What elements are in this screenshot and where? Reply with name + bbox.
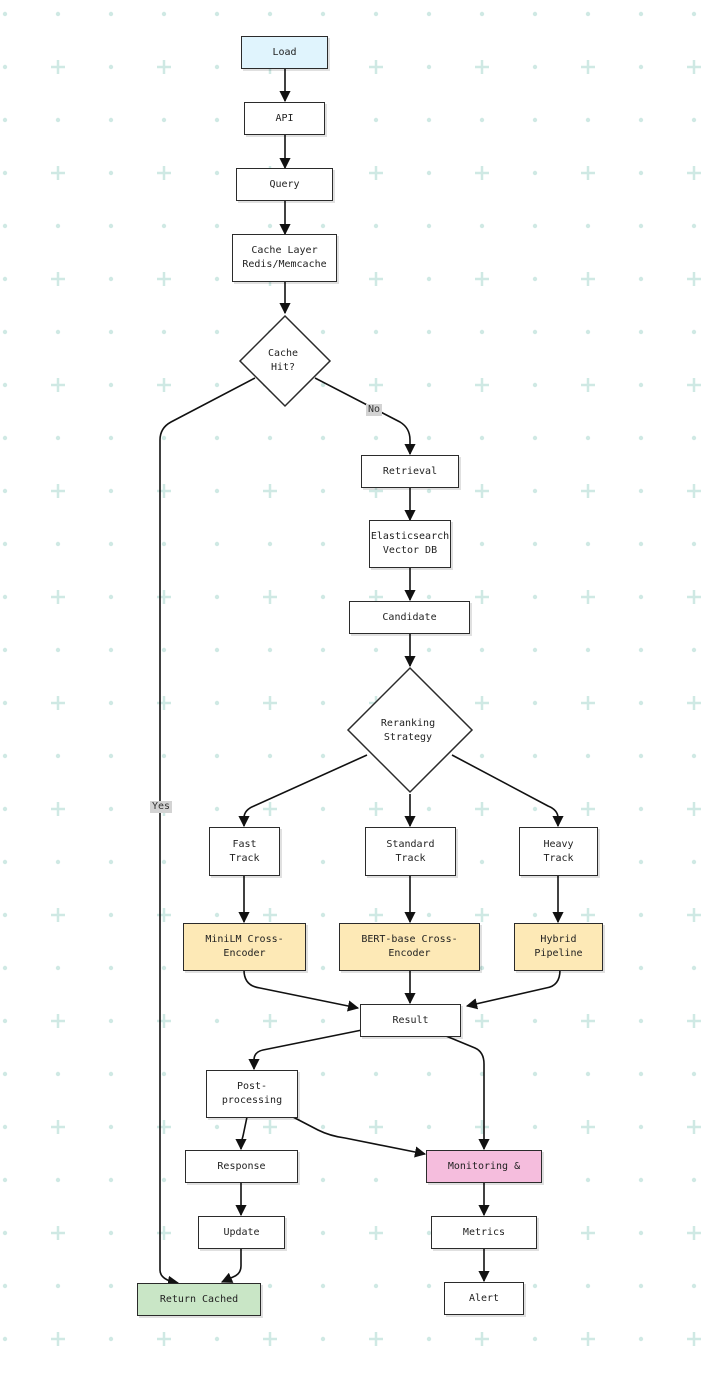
update-node: Update <box>198 1216 285 1249</box>
return-cached-node: Return Cached <box>137 1283 261 1316</box>
retrieval-node: Retrieval <box>361 455 459 488</box>
edge-result-monitoring <box>445 1035 490 1151</box>
edge-label-yes: Yes <box>150 801 173 813</box>
edge-label-no: No <box>366 404 383 416</box>
alert-node: Alert <box>444 1282 524 1315</box>
standard-track-node: Standard Track <box>365 827 456 876</box>
elasticsearch-node: Elasticsearch Vector DB <box>369 520 451 568</box>
result-node: Result <box>360 1004 461 1037</box>
cache-hit-decision: Cache Hit? <box>267 348 299 373</box>
heavy-track-node: Heavy Track <box>519 827 598 876</box>
api-node: API <box>244 102 325 135</box>
minilm-node: MiniLM Cross- Encoder <box>183 923 306 971</box>
edge-minilm-result <box>243 969 360 1012</box>
cache-layer-node: Cache Layer Redis/Memcache <box>232 234 337 282</box>
fast-track-node: Fast Track <box>209 827 280 876</box>
bert-node: BERT-base Cross- Encoder <box>339 923 480 971</box>
candidate-node: Candidate <box>349 601 470 634</box>
edge-hybrid-result <box>465 969 561 1010</box>
reranking-strategy-decision-shape <box>346 666 474 794</box>
reranking-strategy-decision: Reranking Strategy <box>380 718 436 743</box>
edge-decision-no <box>314 377 416 456</box>
edge-strategy-heavy <box>451 754 564 828</box>
edge-update-return <box>220 1249 242 1283</box>
edge-decision-yes <box>159 377 256 1287</box>
monitoring-node: Monitoring & <box>426 1150 542 1183</box>
metrics-node: Metrics <box>431 1216 537 1249</box>
edge-post-response <box>235 1116 248 1151</box>
query-node: Query <box>236 168 333 201</box>
cache-hit-decision-shape <box>238 314 332 408</box>
hybrid-node: Hybrid Pipeline <box>514 923 603 971</box>
load-node: Load <box>241 36 328 69</box>
post-processing-node: Post- processing <box>206 1070 298 1118</box>
response-node: Response <box>185 1150 298 1183</box>
edge-result-post <box>248 1029 363 1071</box>
edge-post-monitoring <box>292 1116 427 1158</box>
edge-strategy-fast <box>238 754 368 828</box>
